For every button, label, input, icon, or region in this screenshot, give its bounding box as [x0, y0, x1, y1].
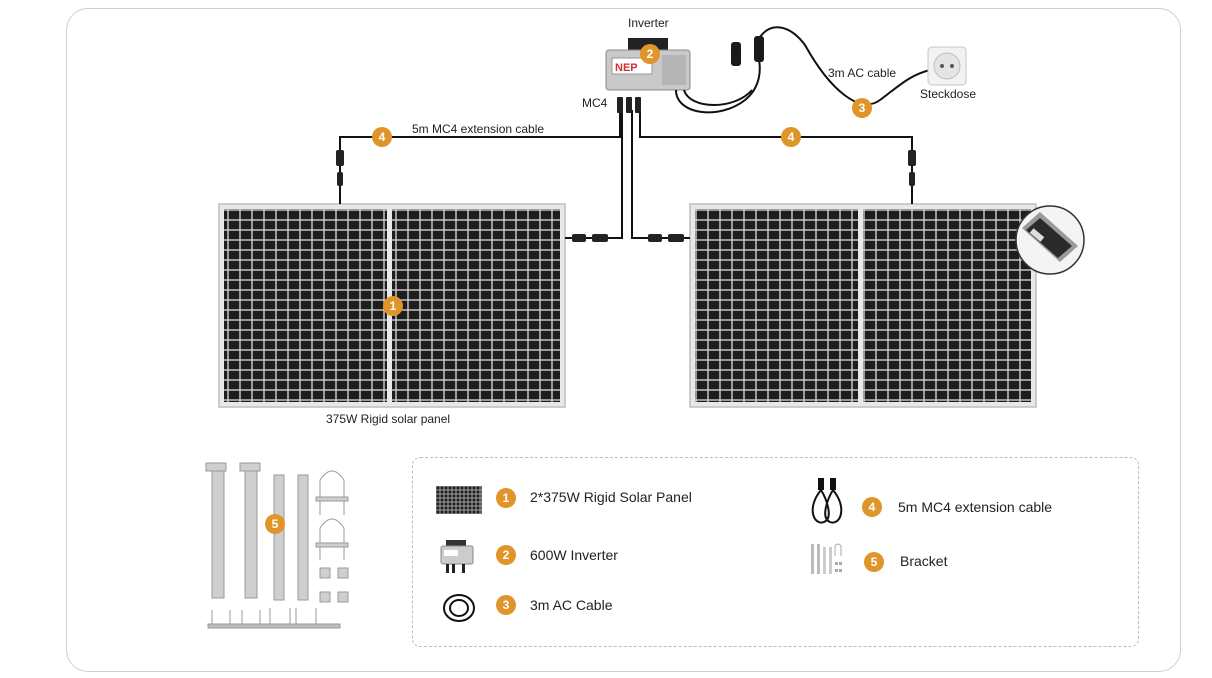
legend-label-extension-cable: 5m MC4 extension cable — [898, 499, 1053, 515]
mc4-connectors — [336, 97, 916, 242]
badge-inverter: 2 — [640, 44, 660, 64]
legend-badge-4: 4 — [862, 497, 882, 517]
badge-panel: 1 — [383, 296, 403, 316]
diagram-frame — [66, 8, 1181, 672]
legend-label-inverter: 600W Inverter — [530, 547, 618, 563]
inverter-logo: NEP — [615, 62, 638, 74]
socket-label: Steckdose — [920, 87, 977, 101]
frame-closeup-magnifier — [1015, 205, 1085, 275]
legend-label-solar-panel: 2*375W Rigid Solar Panel — [530, 489, 692, 505]
badge-extension-right: 4 — [781, 127, 801, 147]
legend-badge-5: 5 — [864, 552, 884, 572]
badge-ac-cable: 3 — [852, 98, 872, 118]
badge-extension-left: 4 — [372, 127, 392, 147]
left-solar-panel — [218, 203, 566, 408]
extension-cable-label: 5m MC4 extension cable — [412, 122, 545, 136]
legend-badge-2: 2 — [496, 545, 516, 565]
right-solar-panel — [689, 203, 1037, 408]
ac-cable-thumbnail — [443, 594, 475, 622]
legend-badge-3: 3 — [496, 595, 516, 615]
bracket-thumbnail — [811, 543, 842, 574]
legend-label-ac-cable: 3m AC Cable — [530, 597, 613, 613]
inverter-thumbnail — [440, 540, 474, 573]
bracket-parts-illustration — [205, 462, 349, 629]
solar-panel-thumbnail — [436, 486, 482, 514]
parts-legend — [412, 457, 1139, 647]
extension-cable-thumbnail — [811, 478, 843, 524]
panel-label: 375W Rigid solar panel — [326, 412, 451, 426]
legend-badge-1: 1 — [496, 488, 516, 508]
inverter-ac-cable — [675, 26, 931, 114]
ac-connectors — [731, 36, 764, 66]
mc4-label: MC4 — [582, 96, 608, 110]
inverter-label: Inverter — [628, 16, 669, 30]
legend-label-bracket: Bracket — [900, 553, 948, 569]
badge-bracket: 5 — [265, 514, 285, 534]
wall-socket — [927, 46, 967, 86]
ac-cable-label: 3m AC cable — [828, 66, 897, 80]
